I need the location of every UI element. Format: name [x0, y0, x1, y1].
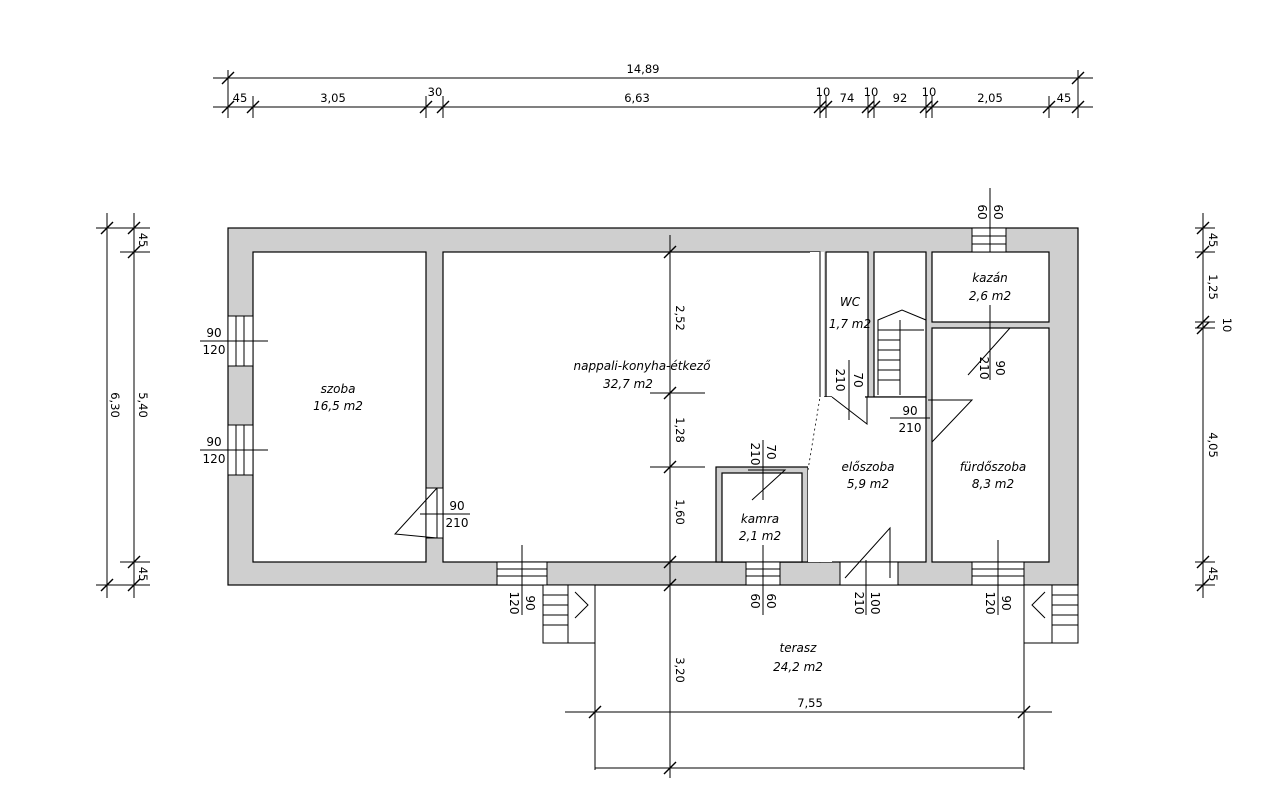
dim-left-inner: 5,40 [136, 392, 150, 418]
dim-right-partition: 10 [1220, 318, 1234, 333]
top-dimension-total: 14,89 [213, 62, 1093, 118]
dim-center-3: 1,60 [673, 499, 687, 525]
room-name-eloszoba: előszoba [842, 460, 895, 474]
dim-center-1: 2,52 [673, 305, 687, 331]
room-area-kazan: 2,6 m2 [969, 289, 1011, 303]
room-area-eloszoba: 5,9 m2 [847, 477, 889, 491]
room-name-kazan: kazán [972, 271, 1008, 285]
building-walls [227, 227, 1079, 586]
room-area-nappali: 32,7 m2 [603, 377, 653, 391]
window-kazan [971, 227, 1007, 253]
dim-left-total: 6,30 [108, 392, 122, 418]
dim-right-wall-top: 45 [1206, 233, 1220, 248]
center-vertical-dimension: 2,52 1,28 1,60 3,20 [650, 235, 705, 778]
dim-left-wall-bottom: 45 [136, 567, 150, 582]
entrance-door-width: 100 [868, 592, 882, 615]
dim-left-wall-top: 45 [136, 233, 150, 248]
dim-seg-7: 10 [864, 85, 879, 99]
wc-door-width: 70 [851, 372, 865, 387]
terrace-steps-right [1023, 584, 1079, 644]
dim-seg-5: 10 [816, 85, 831, 99]
dim-seg-4: 6,63 [624, 91, 650, 105]
szoba-window-1-height: 120 [203, 343, 226, 357]
kamra-door-height: 210 [748, 443, 762, 466]
dim-center-2: 1,28 [673, 417, 687, 443]
eloszoba-door-width: 90 [902, 404, 917, 418]
furdo-window-height: 120 [983, 592, 997, 615]
dim-seg-3: 30 [428, 85, 443, 99]
room-area-wc: 1,7 m2 [829, 317, 871, 331]
szoba-door-width: 90 [449, 499, 464, 513]
nappali-window-width: 90 [523, 595, 537, 610]
terrace-outline: 7,55 [565, 643, 1052, 770]
dim-seg-8: 92 [893, 91, 908, 105]
dim-seg-10: 2,05 [977, 91, 1003, 105]
staircase [877, 309, 927, 395]
dim-seg-6: 74 [840, 91, 855, 105]
kazan-window-width: 60 [975, 204, 989, 219]
kamra-window-width: 60 [764, 593, 778, 608]
opening-leaders [200, 188, 999, 615]
szoba-window-1-width: 90 [206, 326, 221, 340]
dim-right-wall-bottom: 45 [1206, 567, 1220, 582]
dim-seg-9: 10 [922, 85, 937, 99]
room-labels: szoba 16,5 m2 nappali-konyha-étkező 32,7… [313, 271, 1026, 674]
kazan-door-height: 210 [977, 357, 991, 380]
door-swings [393, 327, 1012, 579]
room-name-furdoszoba: fürdőszoba [960, 460, 1027, 474]
entrance-door-height: 210 [852, 592, 866, 615]
room-area-kamra: 2,1 m2 [739, 529, 781, 543]
room-name-nappali: nappali-konyha-étkező [574, 359, 712, 373]
room-area-szoba: 16,5 m2 [313, 399, 363, 413]
dim-seg-11: 45 [1057, 91, 1072, 105]
szoba-door-height: 210 [446, 516, 469, 530]
room-area-furdoszoba: 8,3 m2 [972, 477, 1014, 491]
kamra-window-height: 60 [748, 593, 762, 608]
room-kamra [721, 472, 803, 563]
dim-seg-2: 3,05 [320, 91, 346, 105]
dim-center-4: 3,20 [673, 657, 687, 683]
eloszoba-door-height: 210 [899, 421, 922, 435]
room-name-wc: WC [840, 295, 861, 309]
kazan-door-width: 90 [993, 360, 1007, 375]
szoba-window-2-width: 90 [206, 435, 221, 449]
right-dimensions: 45 1,25 10 4,05 45 [1195, 213, 1234, 598]
left-dimensions: 6,30 5,40 45 45 [96, 213, 150, 598]
wc-door-height: 210 [833, 369, 847, 392]
szoba-window-2-height: 120 [203, 452, 226, 466]
room-name-terasz: terasz [780, 641, 818, 655]
top-dimension-segments: 45 3,05 30 6,63 10 74 10 92 10 2,05 45 [213, 85, 1093, 118]
terrace-steps-left [542, 584, 596, 644]
room-area-terasz: 24,2 m2 [773, 660, 823, 674]
nappali-window-height: 120 [507, 592, 521, 615]
kazan-window-height: 60 [991, 204, 1005, 219]
dim-right-kazan: 1,25 [1206, 274, 1220, 300]
kamra-door-width: 70 [764, 444, 778, 459]
room-name-szoba: szoba [321, 382, 356, 396]
furdo-window-width: 90 [999, 595, 1013, 610]
room-name-kamra: kamra [741, 512, 779, 526]
dim-seg-1: 45 [233, 91, 248, 105]
dim-right-bath: 4,05 [1206, 432, 1220, 458]
dim-terrace-width: 7,55 [797, 696, 823, 710]
room-szoba [252, 251, 427, 563]
dim-total-width: 14,89 [627, 62, 660, 76]
opening-labels: 90 120 90 120 90 210 70 210 60 60 90 210… [203, 204, 1013, 614]
